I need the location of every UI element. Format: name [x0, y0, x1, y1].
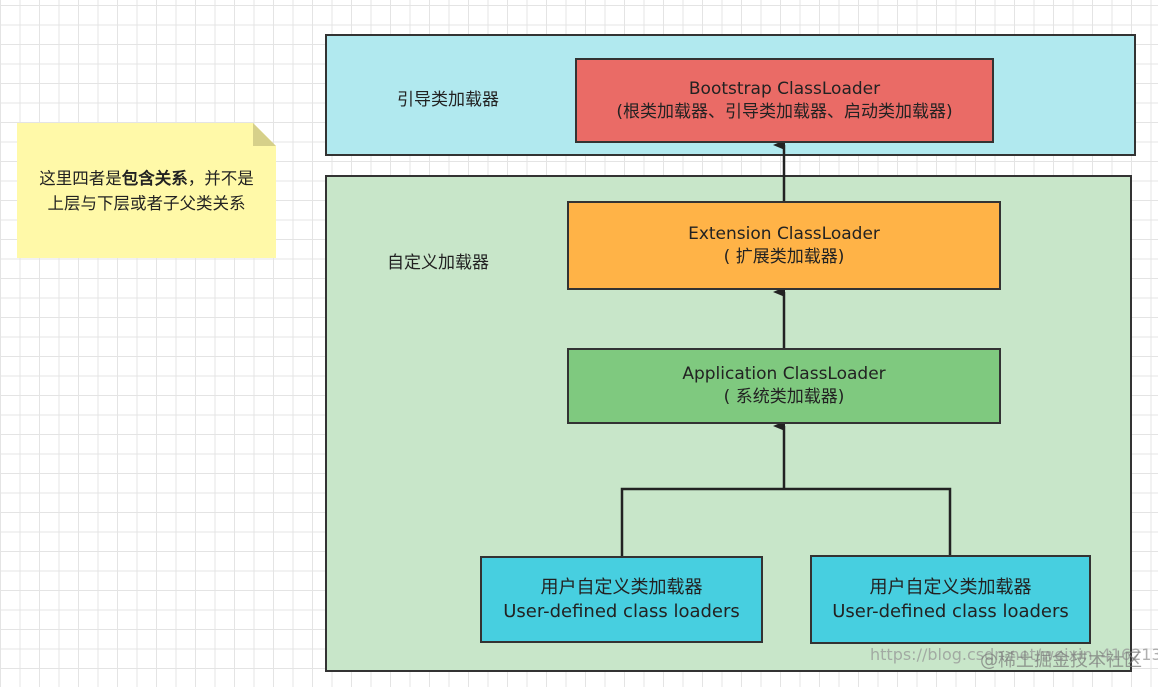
user-right-title-cn: 用户自定义类加载器 — [869, 576, 1032, 598]
connector-user-branch — [620, 487, 952, 556]
user-left-title-en: User-defined class loaders — [503, 600, 740, 622]
note-text: 这里四者是包含关系，并不是上层与下层或者子父类关系 — [37, 166, 256, 216]
watermark: https://blog.csdn.net/weixin_4162131 — [870, 645, 1158, 664]
note-text-bold: 包含关系 — [121, 168, 188, 188]
user-left-title-cn: 用户自定义类加载器 — [540, 576, 703, 598]
application-title: Application ClassLoader — [682, 364, 886, 384]
watermark-site: @稀土掘金技术社区 — [980, 646, 1142, 672]
bootstrap-region-label: 引导类加载器 — [397, 90, 499, 110]
note-text-suffix: ，并不是上层与下层或者子父类关系 — [47, 168, 254, 213]
extension-title: Extension ClassLoader — [688, 223, 880, 244]
user-right-title-en: User-defined class loaders — [832, 600, 1069, 622]
watermark-url: https://blog.csdn.net/weixin_4162131 — [870, 645, 1158, 664]
bootstrap-subtitle: (根类加载器、引导类加载器、启动类加载器) — [616, 101, 953, 122]
watermark-site-text: @稀土掘金技术社区 — [980, 650, 1142, 671]
user-defined-loader-box-right: 用户自定义类加载器 User-defined class loaders — [810, 555, 1091, 644]
bootstrap-classloader-box: Bootstrap ClassLoader (根类加载器、引导类加载器、启动类加… — [575, 58, 994, 143]
custom-region-label: 自定义加载器 — [387, 253, 489, 273]
user-defined-loader-box-left: 用户自定义类加载器 User-defined class loaders — [480, 556, 763, 643]
extension-classloader-box: Extension ClassLoader ( 扩展类加载器) — [567, 201, 1001, 290]
note-text-prefix: 这里四者是 — [39, 168, 122, 188]
bootstrap-title: Bootstrap ClassLoader — [688, 78, 881, 99]
application-subtitle: ( 系统类加载器) — [723, 387, 845, 407]
extension-subtitle: ( 扩展类加载器) — [723, 246, 845, 267]
application-classloader-box: Application ClassLoader ( 系统类加载器) — [567, 348, 1001, 424]
sticky-note: 这里四者是包含关系，并不是上层与下层或者子父类关系 — [17, 123, 276, 258]
